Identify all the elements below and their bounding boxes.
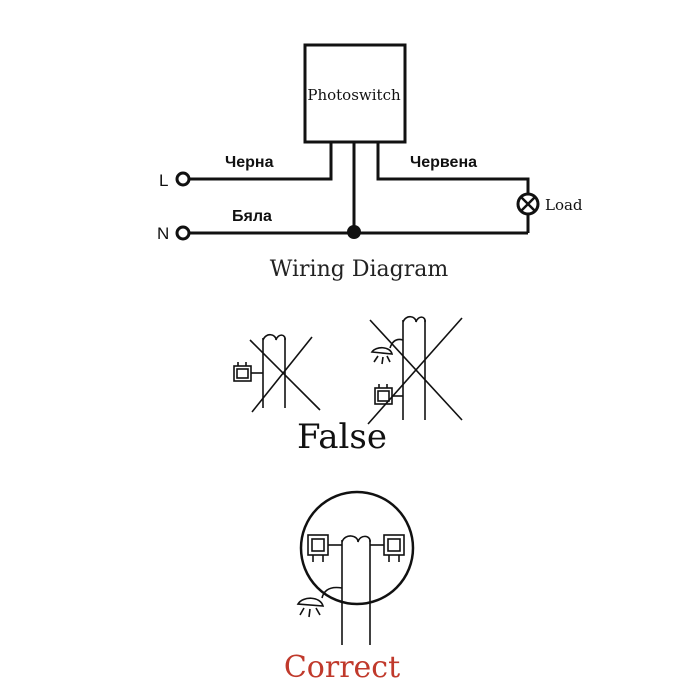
false-example-right <box>367 315 463 425</box>
correct-label: Correct <box>284 650 400 685</box>
detail-circle <box>299 490 415 606</box>
terminal-l-label: L <box>159 171 168 190</box>
correct-example <box>296 490 415 645</box>
wiring-caption: Wiring Diagram <box>270 257 449 282</box>
terminal-n-label: N <box>157 224 169 243</box>
junction-dot <box>347 225 361 239</box>
terminal-l-connector <box>175 171 191 187</box>
red-wire <box>376 142 530 193</box>
false-label: False <box>297 417 387 457</box>
red-wire-label: Червена <box>410 154 477 171</box>
lamp-icon <box>516 192 540 216</box>
photoswitch-label: Photoswitch <box>307 86 401 104</box>
wiring-diagram <box>175 43 540 241</box>
terminal-n-connector <box>175 225 191 241</box>
load-label: Load <box>545 196 583 214</box>
black-wire <box>189 142 333 181</box>
white-wire-label: Бяла <box>232 208 272 225</box>
black-wire-label: Черна <box>225 154 274 171</box>
false-example-left <box>233 333 321 413</box>
